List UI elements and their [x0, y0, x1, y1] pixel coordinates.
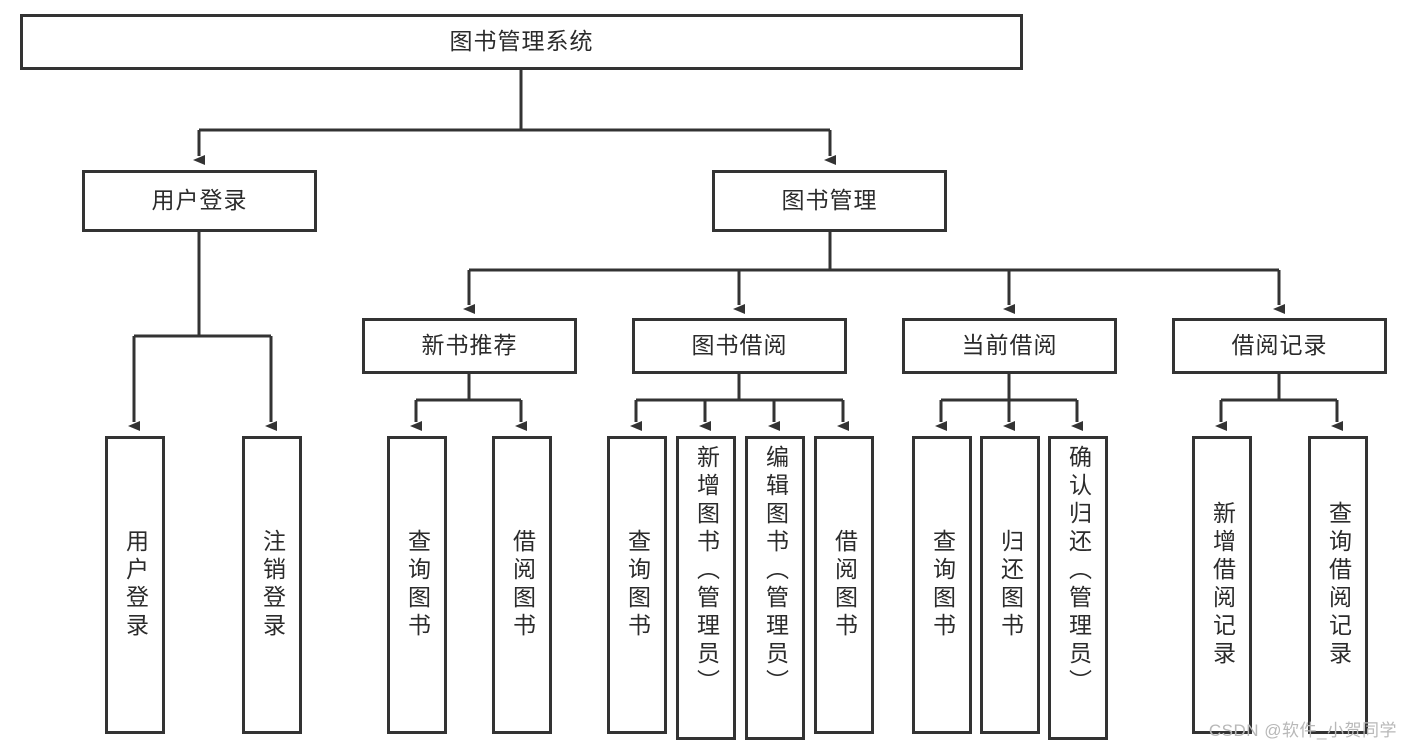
node-label: 借阅记录 [1231, 332, 1328, 359]
leaf-borrow-book-recommend[interactable]: 借阅图书 [492, 436, 552, 734]
leaf-user-login[interactable]: 用户登录 [105, 436, 165, 734]
node-label: 新增借阅记录 [1209, 501, 1236, 669]
leaf-query-book-borrow[interactable]: 查询图书 [607, 436, 667, 734]
leaf-query-borrow-record[interactable]: 查询借阅记录 [1308, 436, 1368, 734]
node-label: 查询借阅记录 [1325, 501, 1352, 669]
node-book-borrow[interactable]: 图书借阅 [632, 318, 847, 374]
leaf-add-book-admin[interactable]: 新增图书（管理员） [676, 436, 736, 740]
node-label: 当前借阅 [961, 332, 1058, 359]
leaf-edit-book-admin[interactable]: 编辑图书（管理员） [745, 436, 805, 740]
node-borrow-records[interactable]: 借阅记录 [1172, 318, 1387, 374]
leaf-logout[interactable]: 注销登录 [242, 436, 302, 734]
leaf-confirm-return-admin[interactable]: 确认归还（管理员） [1048, 436, 1108, 740]
node-label: 归还图书 [997, 529, 1024, 641]
node-label: 借阅图书 [831, 529, 858, 641]
node-label: 借阅图书 [509, 529, 536, 641]
csdn-watermark: CSDN @软件_小贺同学 [1208, 721, 1397, 740]
node-label: 确认归还（管理员） [1065, 445, 1092, 697]
node-label: 查询图书 [929, 529, 956, 641]
node-label: 查询图书 [624, 529, 651, 641]
node-label: 查询图书 [404, 529, 431, 641]
node-label: 图书借阅 [691, 332, 788, 359]
node-label: 编辑图书（管理员） [762, 445, 789, 697]
node-new-book-recommendation[interactable]: 新书推荐 [362, 318, 577, 374]
node-current-borrow[interactable]: 当前借阅 [902, 318, 1117, 374]
node-label: 用户登录 [151, 187, 248, 214]
leaf-add-borrow-record[interactable]: 新增借阅记录 [1192, 436, 1252, 734]
node-label: 注销登录 [259, 529, 286, 641]
leaf-return-book[interactable]: 归还图书 [980, 436, 1040, 734]
node-book-management[interactable]: 图书管理 [712, 170, 947, 232]
leaf-query-book-current[interactable]: 查询图书 [912, 436, 972, 734]
node-user-login[interactable]: 用户登录 [82, 170, 317, 232]
node-root-system[interactable]: 图书管理系统 [20, 14, 1023, 70]
node-label: 新增图书（管理员） [693, 445, 720, 697]
leaf-query-book-recommend[interactable]: 查询图书 [387, 436, 447, 734]
leaf-borrow-book[interactable]: 借阅图书 [814, 436, 874, 734]
node-label: 新书推荐 [421, 332, 518, 359]
node-label: 图书管理 [781, 187, 878, 214]
node-label: 用户登录 [122, 529, 149, 641]
node-label: 图书管理系统 [449, 28, 594, 55]
